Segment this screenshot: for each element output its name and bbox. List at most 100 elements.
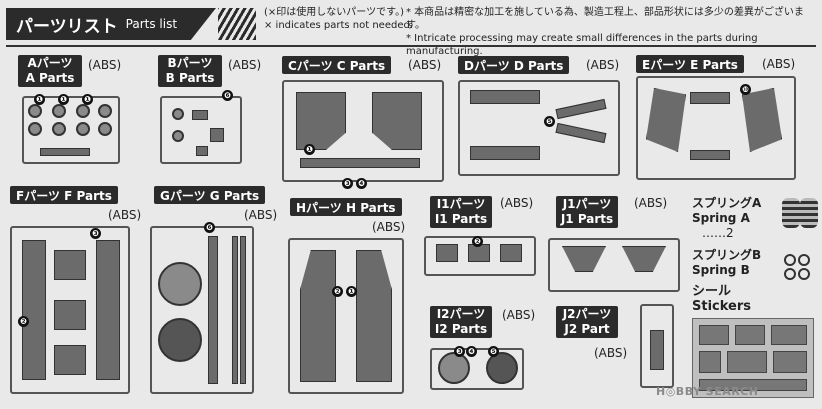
d-parts-label: Dパーツ D Parts xyxy=(458,56,570,74)
title-tab: パーツリスト Parts list xyxy=(6,8,216,40)
g-part-bar xyxy=(232,236,238,384)
f-sprue xyxy=(10,226,130,394)
part-number-marker: ❺ xyxy=(488,346,499,357)
watermark: H◎BBY SEARCH xyxy=(656,385,759,398)
d-parts-material: (ABS) xyxy=(586,58,620,72)
note-jp-1: (×印は使用しないパーツです。) xyxy=(264,7,404,18)
part-number-marker: ❷ xyxy=(18,316,29,327)
note-en-2: * Intricate processing may create small … xyxy=(406,33,758,57)
h-sprue xyxy=(288,238,404,394)
header-rule xyxy=(6,45,816,47)
header: パーツリスト Parts list (×印は使用しないパーツです。) × ind… xyxy=(0,0,822,57)
part-number-marker: ❻ xyxy=(222,90,233,101)
spring-a-qty: ……2 xyxy=(702,226,734,240)
spring-b-label: スプリングB Spring B xyxy=(692,248,761,278)
h-parts-label: Hパーツ H Parts xyxy=(290,198,402,216)
spring-b-en: Spring B xyxy=(692,263,750,277)
b-part-piece xyxy=(210,128,224,142)
g-parts-label: Gパーツ G Parts xyxy=(154,186,266,204)
spring-a-label: スプリングA Spring A ……2 xyxy=(692,196,761,241)
f-parts-label: Fパーツ F Parts xyxy=(10,186,118,204)
j1-parts-en: J1 Parts xyxy=(560,212,614,226)
i2-parts-label: I2パーツ I2 Parts xyxy=(430,306,492,338)
i2-parts-material: (ABS) xyxy=(502,308,536,322)
j1-parts-label: J1パーツ J1 Parts xyxy=(556,196,618,228)
spring-b-jp: スプリングB xyxy=(692,248,762,262)
part-number-marker: ❷ xyxy=(472,236,483,247)
part-number-marker: ❸ xyxy=(90,228,101,239)
sticker-piece xyxy=(771,325,807,345)
f-part-piece xyxy=(54,300,86,330)
sticker-jp: シール xyxy=(692,284,732,299)
a-part-piece xyxy=(52,122,66,136)
j2-parts-material: (ABS) xyxy=(594,346,628,360)
d-part-piece xyxy=(470,146,540,160)
i2-parts-jp: I2パーツ xyxy=(436,307,486,321)
note-en-1: × indicates parts not needed. xyxy=(264,20,414,31)
a-part-piece xyxy=(76,104,90,118)
spring-a-icon xyxy=(782,198,800,228)
f-part-piece xyxy=(22,240,46,380)
sticker-piece xyxy=(773,351,807,373)
part-number-marker: ❷ xyxy=(332,286,343,297)
c-part-bar xyxy=(300,158,420,168)
i1-part-piece xyxy=(436,244,458,262)
a-parts-en: A Parts xyxy=(25,71,75,85)
a-part-piece xyxy=(52,104,66,118)
part-number-marker: ❻ xyxy=(204,222,215,233)
j1-parts-jp: J1パーツ xyxy=(562,197,612,211)
c-part-left xyxy=(296,92,346,150)
sticker-piece xyxy=(735,325,765,345)
a-parts-material: (ABS) xyxy=(88,58,122,72)
i2-gear-piece xyxy=(486,352,518,384)
spring-b-icon xyxy=(798,254,810,266)
i1-parts-en: I1 Parts xyxy=(434,212,488,226)
j2-sprue xyxy=(640,304,674,388)
sticker-piece xyxy=(699,325,729,345)
i2-sprue xyxy=(430,348,524,390)
a-part-bar xyxy=(40,148,90,156)
part-number-marker: ❸ xyxy=(454,346,465,357)
f-part-piece xyxy=(54,345,86,375)
e-sprue xyxy=(636,76,796,180)
f-part-piece xyxy=(96,240,120,380)
b-part-piece xyxy=(196,146,208,156)
a-sprue xyxy=(22,96,120,164)
part-number-marker: ❶ xyxy=(346,286,357,297)
spring-b-icon xyxy=(798,268,810,280)
j1-sprue xyxy=(548,238,680,292)
j2-parts-label: J2パーツ J2 Part xyxy=(556,306,618,338)
i2-gear-piece xyxy=(438,352,470,384)
a-part-piece xyxy=(76,122,90,136)
g-sprue xyxy=(150,226,254,394)
spring-a-icon xyxy=(800,198,818,228)
i1-parts-jp: I1パーツ xyxy=(436,197,486,211)
b-sprue xyxy=(160,96,242,164)
spring-b-icon xyxy=(784,268,796,280)
d-part-piece xyxy=(470,90,540,104)
part-number-marker: ❶ xyxy=(304,144,315,155)
sticker-piece xyxy=(699,351,721,373)
e-part-piece xyxy=(690,92,730,104)
j1-parts-material: (ABS) xyxy=(634,196,668,210)
sticker-label: シール Stickers xyxy=(692,284,751,314)
b-part-piece xyxy=(192,110,208,120)
a-part-piece xyxy=(98,104,112,118)
part-number-marker: ❶ xyxy=(82,94,93,105)
c-parts-label: Cパーツ C Parts xyxy=(282,56,392,74)
h-parts-material: (ABS) xyxy=(372,220,406,234)
notes-right: * 本商品は精密な加工を施している為、製造工程上、部品形状には多少の差異がござい… xyxy=(406,6,822,58)
sticker-piece xyxy=(699,379,807,391)
a-parts-jp: Aパーツ xyxy=(27,56,73,70)
sticker-piece xyxy=(727,351,767,373)
i1-part-piece xyxy=(500,244,522,262)
a-part-piece xyxy=(28,122,42,136)
b-parts-jp: Bパーツ xyxy=(167,56,213,70)
sticker-en: Stickers xyxy=(692,299,752,314)
f-part-piece xyxy=(54,250,86,280)
a-part-piece xyxy=(98,122,112,136)
b-part-piece xyxy=(172,108,184,120)
part-number-marker: ❺ xyxy=(544,116,555,127)
b-parts-label: Bパーツ B Parts xyxy=(158,55,222,87)
spring-b-icon xyxy=(784,254,796,266)
